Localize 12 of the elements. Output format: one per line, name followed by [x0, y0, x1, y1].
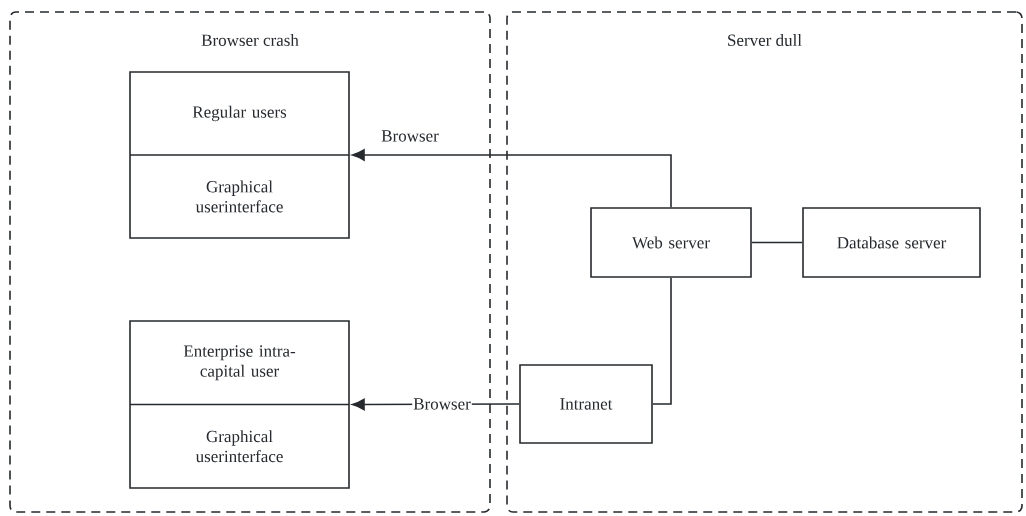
process-box: Database server: [802, 207, 981, 278]
box-text: Regular users: [192, 105, 287, 122]
box-text: Enterprise intra-capital user: [183, 345, 296, 381]
process-box: Web server: [590, 207, 752, 278]
arrow: [351, 149, 672, 208]
box-text: Graphical userinterface: [195, 430, 283, 463]
edge-label: Browser: [412, 397, 472, 411]
process-box: Intranet: [519, 364, 653, 444]
region-title: Browser crash: [201, 34, 299, 46]
edge-label: Browser: [380, 129, 440, 143]
box-text: Graphical userinterface: [195, 180, 283, 213]
region-title: Server dull: [728, 34, 802, 46]
